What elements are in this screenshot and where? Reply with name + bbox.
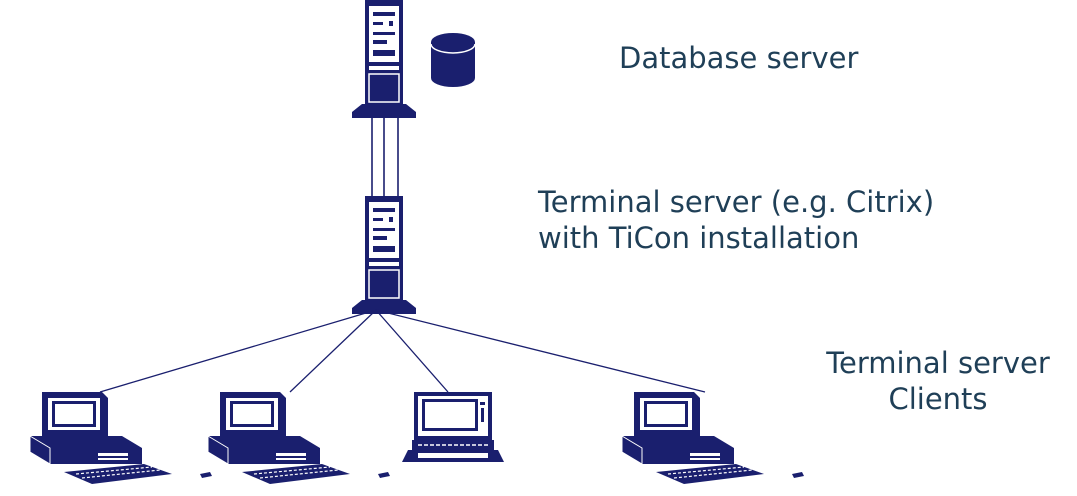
- database-server-label: Database server: [619, 41, 859, 75]
- terminal-server-label: Terminal server (e.g. Citrix) with TiCon…: [538, 184, 934, 256]
- client-links: [99, 309, 706, 393]
- client-desktop-3: [621, 391, 805, 485]
- database-server-icon: [351, 0, 417, 119]
- clients-label-line2: Clients: [888, 382, 988, 416]
- clients-label-line1: Terminal server: [826, 346, 1050, 380]
- terminal-server-icon: [351, 195, 417, 315]
- database-cylinder-icon: [430, 33, 476, 87]
- terminal-server-label-line2: with TiCon installation: [538, 221, 860, 255]
- client-desktop-2: [207, 391, 391, 485]
- clients-label: Terminal server Clients: [820, 345, 1056, 417]
- client-laptop: [401, 391, 505, 463]
- terminal-server-label-line1: Terminal server (e.g. Citrix): [538, 185, 935, 219]
- client-desktop-1: [29, 391, 213, 485]
- server-link: [371, 117, 399, 200]
